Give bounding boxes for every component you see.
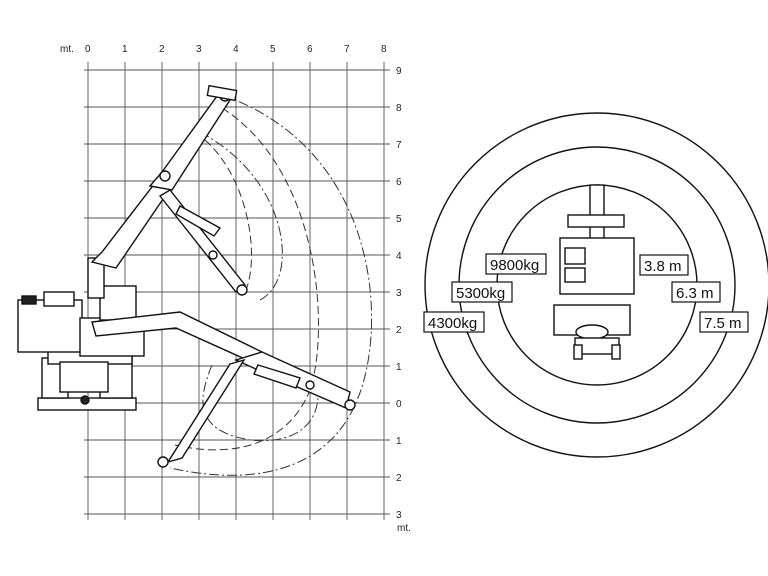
y-tick-label: 0 <box>396 399 402 410</box>
capacity-diagram: 9800kg 3.8 m 5300kg 6.3 m 4300kg 7.5 m <box>423 112 768 458</box>
capacity-load-box <box>451 281 513 303</box>
capacity-load-label: 4300kg <box>428 315 477 332</box>
capacity-radius-label: 3.8 m <box>644 258 682 275</box>
reach-envelope-arcs <box>169 94 373 476</box>
x-tick-label: 3 <box>196 44 202 55</box>
y-tick-label: 1 <box>396 436 402 447</box>
y-tick-label: 1 <box>396 362 402 373</box>
bottom-unit-label: mt. <box>397 523 411 534</box>
y-tick-label: 9 <box>396 66 402 77</box>
y-tick-label: 2 <box>396 325 402 336</box>
x-tick-label: 2 <box>159 44 165 55</box>
y-tick-label: 4 <box>396 251 402 262</box>
lower-boom <box>91 311 356 468</box>
x-tick-label: 6 <box>307 44 313 55</box>
capacity-ring-outer <box>424 112 768 458</box>
upper-boom <box>90 84 248 296</box>
y-tick-label: 3 <box>396 288 402 299</box>
x-tick-label: 4 <box>233 44 239 55</box>
machine-top-view <box>553 184 635 360</box>
x-tick-label: 7 <box>344 44 350 55</box>
capacity-load-label: 5300kg <box>456 285 505 302</box>
capacity-load-box <box>485 253 547 275</box>
capacity-radius-box <box>639 254 689 276</box>
capacity-radius-box <box>699 311 749 333</box>
x-tick-label: 8 <box>381 44 387 55</box>
capacity-load-label: 9800kg <box>490 257 539 274</box>
reach-chart: mt. 0 1 2 3 4 5 6 7 8 9 8 7 6 5 4 3 2 1 … <box>17 44 411 534</box>
y-tick-label: 8 <box>396 103 402 114</box>
capacity-radius-box <box>671 281 721 303</box>
y-tick-label: 2 <box>396 473 402 484</box>
x-tick-label: 1 <box>122 44 128 55</box>
x-tick-label: 5 <box>270 44 276 55</box>
y-tick-label: 3 <box>396 510 402 521</box>
capacity-radius-label: 6.3 m <box>676 285 714 302</box>
capacity-radius-label: 7.5 m <box>704 315 742 332</box>
y-tick-label: 5 <box>396 214 402 225</box>
top-unit-label: mt. <box>60 44 74 55</box>
y-tick-label: 7 <box>396 140 402 151</box>
x-tick-label: 0 <box>85 44 91 55</box>
capacity-load-box <box>423 311 485 333</box>
y-tick-label: 6 <box>396 177 402 188</box>
